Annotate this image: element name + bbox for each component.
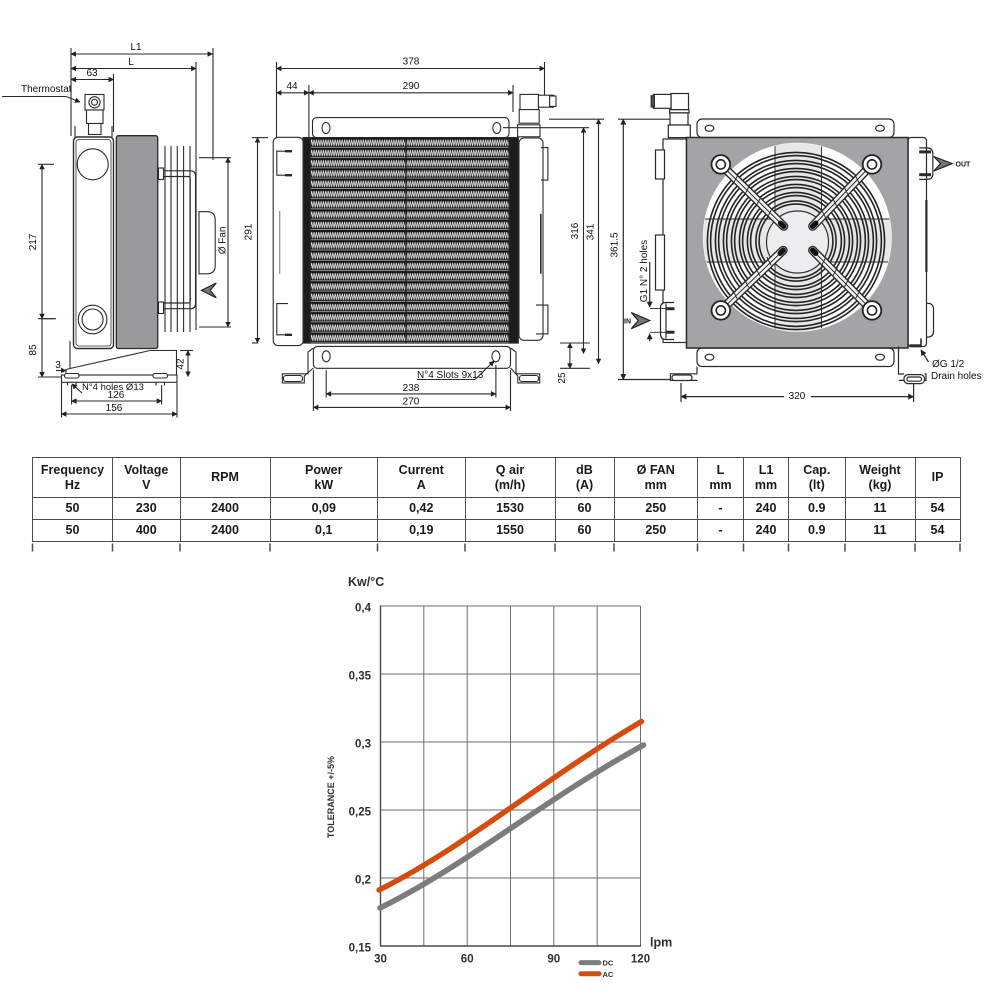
svg-text:378: 378 (403, 57, 420, 68)
svg-text:85: 85 (28, 344, 39, 356)
svg-text:G1 N° 2 holes: G1 N° 2 holes (639, 240, 650, 302)
svg-text:3: 3 (55, 360, 61, 371)
svg-text:316: 316 (570, 222, 581, 239)
svg-text:N°4 Slots 9x13: N°4 Slots 9x13 (417, 370, 484, 381)
svg-text:AC: AC (603, 970, 614, 979)
svg-text:44: 44 (286, 81, 298, 92)
svg-text:25: 25 (557, 372, 568, 384)
svg-text:63: 63 (86, 68, 98, 79)
svg-text:L: L (128, 57, 134, 68)
svg-text:320: 320 (789, 391, 806, 402)
svg-text:42: 42 (176, 358, 187, 370)
svg-text:291: 291 (244, 223, 255, 240)
svg-text:361.5: 361.5 (610, 232, 621, 257)
svg-text:341: 341 (586, 223, 597, 240)
svg-text:270: 270 (403, 396, 420, 407)
svg-text:0,25: 0,25 (349, 807, 372, 819)
svg-text:Drain holes: Drain holes (931, 371, 982, 382)
svg-text:TOLERANCE +/-5%: TOLERANCE +/-5% (326, 756, 336, 838)
svg-text:0,4: 0,4 (355, 603, 372, 615)
svg-text:0,15: 0,15 (349, 943, 372, 955)
svg-text:0,2: 0,2 (355, 875, 371, 887)
svg-text:120: 120 (631, 954, 650, 966)
svg-text:238: 238 (403, 383, 420, 394)
svg-text:30: 30 (374, 954, 387, 966)
svg-text:217: 217 (28, 233, 39, 250)
svg-text:DC: DC (603, 959, 614, 968)
svg-text:Thermostat: Thermostat (21, 84, 72, 95)
svg-text:60: 60 (461, 954, 474, 966)
svg-text:126: 126 (108, 390, 125, 401)
svg-text:90: 90 (547, 954, 560, 966)
svg-text:0,3: 0,3 (355, 739, 371, 751)
svg-text:N°4 holes Ø13: N°4 holes Ø13 (82, 382, 144, 393)
svg-text:L1: L1 (130, 42, 142, 53)
svg-text:290: 290 (403, 81, 420, 92)
svg-text:156: 156 (106, 403, 123, 414)
svg-text:Kw/°C: Kw/°C (348, 575, 384, 589)
svg-text:ØG 1/2: ØG 1/2 (932, 359, 965, 370)
svg-text:Ø Fan: Ø Fan (218, 227, 229, 255)
svg-text:lpm: lpm (650, 936, 672, 950)
svg-text:IN: IN (624, 319, 631, 326)
svg-text:0,35: 0,35 (349, 671, 372, 683)
svg-text:OUT: OUT (956, 162, 972, 169)
